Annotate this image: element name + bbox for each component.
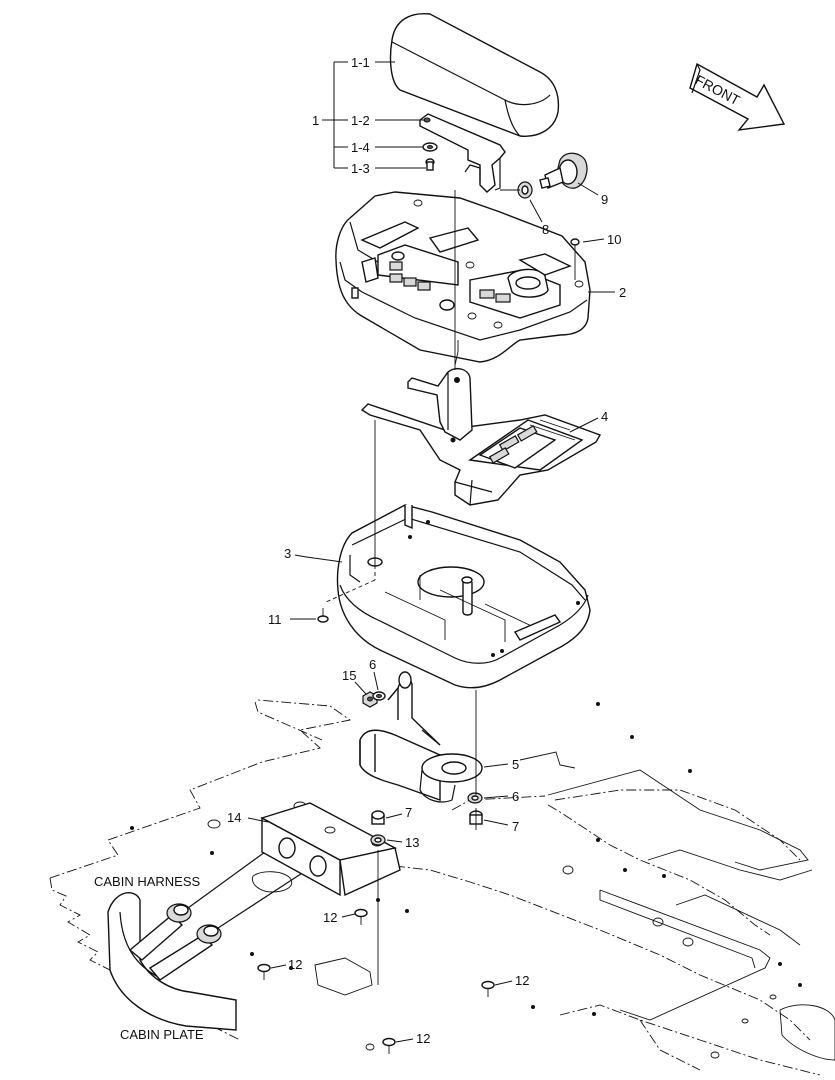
callout-8: 8 — [542, 222, 549, 237]
callout-13: 13 — [405, 835, 419, 850]
callout-14: 14 — [227, 810, 241, 825]
callout-7-left: 7 — [405, 805, 412, 820]
callout-5: 5 — [512, 757, 519, 772]
assembly-lines — [325, 189, 576, 985]
cabin-plate-label: CABIN PLATE — [120, 1027, 204, 1042]
callout-6-lower: 6 — [512, 789, 519, 804]
callout-6-upper: 6 — [369, 657, 376, 672]
mounting-plate — [360, 367, 602, 506]
callout-4: 4 — [601, 409, 608, 424]
callout-2: 2 — [619, 285, 626, 300]
callout-12-c: 12 — [515, 973, 529, 988]
callout-numbers: 1 1-1 1-2 1-4 1-3 9 8 10 2 4 3 11 15 6 5… — [227, 55, 626, 1046]
cabin-plate — [49, 699, 835, 1076]
callout-12-b: 12 — [288, 957, 302, 972]
callout-12-d: 12 — [416, 1031, 430, 1046]
upper-console-cover — [335, 191, 591, 363]
callout-11: 11 — [268, 612, 282, 627]
callout-12-a: 12 — [323, 910, 337, 925]
callout-1-3: 1-3 — [351, 161, 370, 176]
front-direction-arrow: FRONT — [689, 62, 786, 131]
harness-bracket — [260, 802, 401, 897]
callout-1-4: 1-4 — [351, 140, 370, 155]
lower-console-tray — [336, 504, 591, 689]
callout-3: 3 — [284, 546, 291, 561]
callout-7-right: 7 — [512, 819, 519, 834]
callout-10: 10 — [607, 232, 621, 247]
cabin-harness — [107, 851, 311, 1031]
armrest-assembly — [389, 13, 560, 193]
cabin-harness-label: CABIN HARNESS — [94, 874, 201, 889]
knob-and-washer — [517, 152, 588, 255]
callout-15: 15 — [342, 668, 356, 683]
hardware-group — [257, 608, 495, 1054]
callout-9: 9 — [601, 192, 608, 207]
callout-1-1: 1-1 — [351, 55, 370, 70]
callout-leaders — [247, 61, 615, 1043]
callout-1-2: 1-2 — [351, 113, 370, 128]
callout-1: 1 — [312, 113, 319, 128]
seat-pedestal-bracket — [359, 671, 483, 803]
